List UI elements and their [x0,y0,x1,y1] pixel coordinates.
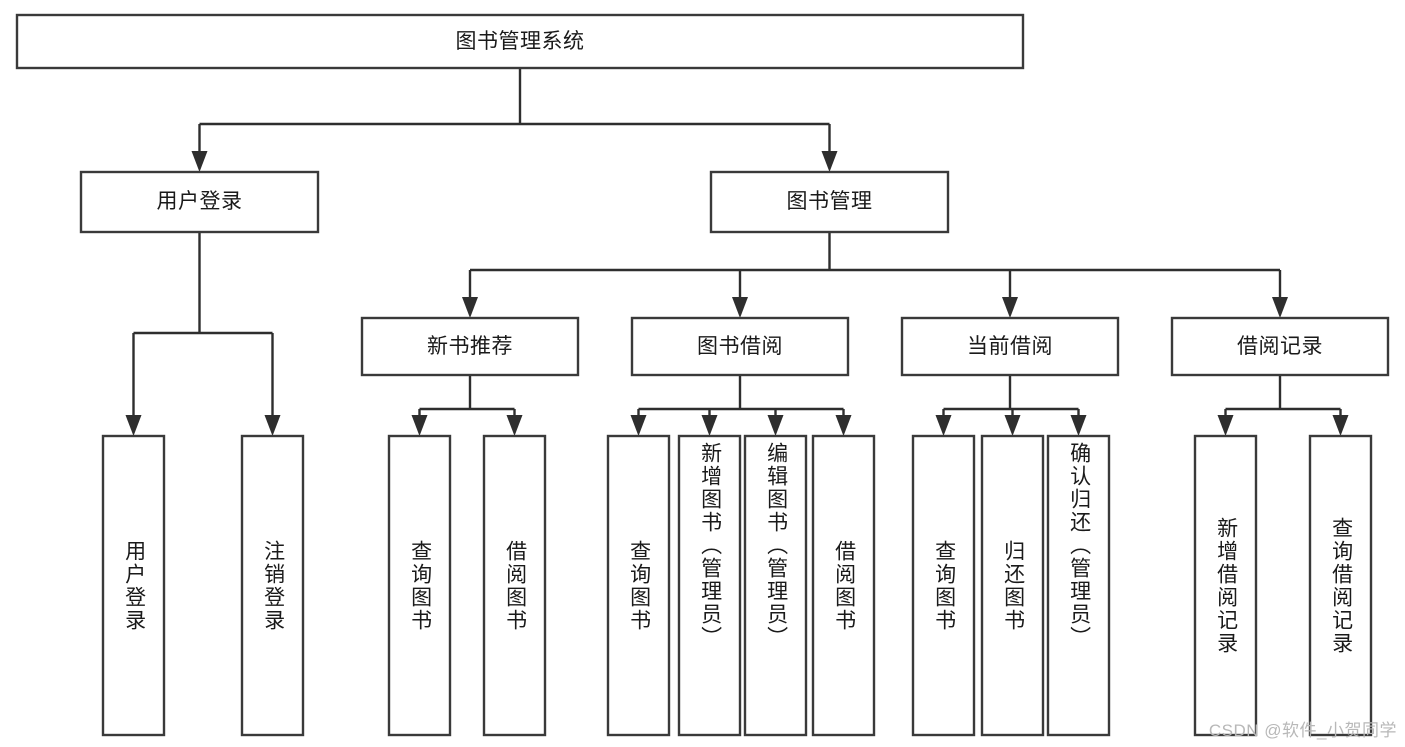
node-box-leaf_3[interactable] [482,434,547,737]
arrow-head-l2_1-0 [462,297,478,318]
arrow-head-l2_0-1 [264,415,281,436]
node-box-leaf_11[interactable] [1193,434,1258,737]
node-box-l2_1[interactable] [709,170,950,234]
arrow-head-l3_1-2 [767,415,784,436]
node-box-leaf_4[interactable] [606,434,671,737]
arrow-head-root-0 [191,151,208,172]
arrow-head-l3_1-1 [701,415,718,436]
node-box-leaf_7[interactable] [811,434,876,737]
arrow-head-l2_1-2 [1002,297,1018,318]
node-box-leaf_0[interactable] [101,434,166,737]
arrow-head-l3_2-1 [1004,415,1021,436]
node-box-leaf_9[interactable] [980,434,1045,737]
node-box-l2_0[interactable] [79,170,320,234]
node-box-l3_1[interactable] [630,316,850,377]
arrow-head-l3_0-1 [506,415,523,436]
node-box-l3_2[interactable] [900,316,1120,377]
node-box-leaf_8[interactable] [911,434,976,737]
node-box-layer [15,13,1390,737]
node-box-root[interactable] [15,13,1025,70]
node-box-leaf_12[interactable] [1308,434,1373,737]
arrow-head-l3_3-0 [1217,415,1234,436]
watermark-text: CSDN @软件_小贺同学 [1208,721,1397,740]
arrow-head-l3_1-3 [835,415,852,436]
arrow-head-l3_2-0 [935,415,952,436]
arrow-head-l3_0-0 [411,415,428,436]
node-box-l3_0[interactable] [360,316,580,377]
node-box-leaf_10[interactable] [1046,434,1111,737]
arrow-head-l2_1-3 [1272,297,1288,318]
node-box-leaf_5[interactable] [677,434,742,737]
arrow-head-root-1 [821,151,838,172]
arrow-head-l3_2-2 [1070,415,1087,436]
node-box-leaf_6[interactable] [743,434,808,737]
node-box-l3_3[interactable] [1170,316,1390,377]
connector-layer [125,68,1349,436]
node-box-leaf_1[interactable] [240,434,305,737]
arrow-head-l3_3-1 [1332,415,1349,436]
arrow-head-l2_1-1 [732,297,748,318]
arrow-head-l2_0-0 [125,415,142,436]
node-box-leaf_2[interactable] [387,434,452,737]
arrow-head-l3_1-0 [630,415,647,436]
